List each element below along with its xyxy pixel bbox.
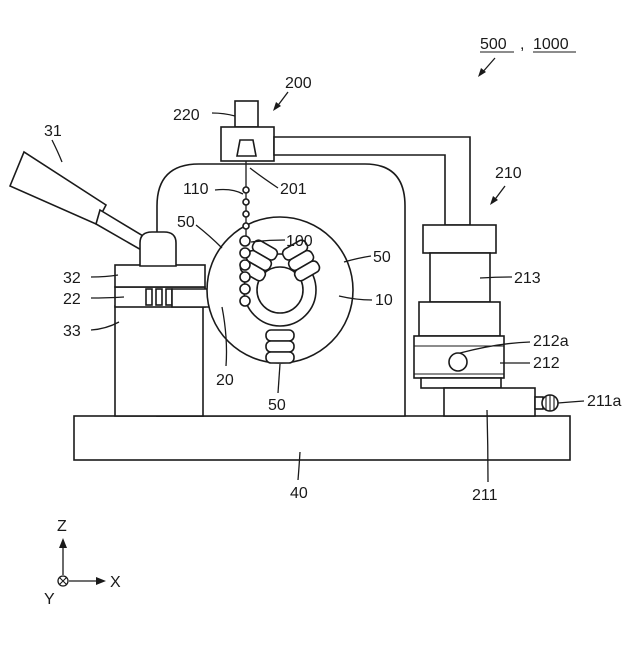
linear-stage-211 (444, 388, 535, 416)
camera-body (235, 101, 258, 127)
label-22: 22 (63, 291, 81, 308)
label-20: 20 (216, 372, 234, 389)
bead-4 (240, 272, 250, 282)
x-axis-label: X (110, 574, 121, 591)
label-210: 210 (495, 165, 522, 182)
label-211: 211 (472, 487, 498, 504)
column-cap (423, 225, 496, 253)
label-50-left: 50 (177, 214, 195, 231)
leader-211a (558, 401, 584, 403)
z-axis-label: Z (57, 518, 67, 535)
y-axis-label: Y (44, 591, 55, 608)
label-212: 212 (533, 355, 560, 372)
label-33: 33 (63, 323, 81, 340)
label-212a: 212a (533, 333, 569, 350)
x-axis-arrowhead (96, 577, 106, 585)
probe-bead-1 (243, 187, 249, 193)
clamp-post-1 (146, 289, 152, 305)
stage-spacer (421, 378, 501, 388)
probe-bead-2 (243, 199, 249, 205)
probe-bead-3 (243, 211, 249, 217)
label-50-bottom: 50 (268, 397, 286, 414)
label-10: 10 (375, 292, 393, 309)
base-plate (74, 416, 570, 460)
leader-22 (91, 297, 124, 298)
bead-3 (240, 260, 250, 270)
leader-220 (212, 113, 235, 116)
label-100: 100 (286, 233, 313, 250)
label-110: 110 (183, 181, 209, 198)
label-200: 200 (285, 75, 312, 92)
lever-knob (140, 232, 176, 266)
z-axis-arrowhead (59, 538, 67, 548)
bead-1 (240, 236, 250, 246)
top-block (115, 265, 205, 287)
camera-lens (237, 140, 256, 156)
leader-211 (487, 410, 488, 482)
leader-31 (52, 140, 62, 162)
rotary-stage-knob-212a (449, 353, 467, 371)
label-40: 40 (290, 485, 308, 502)
label-50-right: 50 (373, 249, 391, 266)
leader-213 (480, 277, 512, 278)
bead-6 (240, 296, 250, 306)
label-220: 220 (173, 107, 200, 124)
ref-num-500: 500 (480, 36, 507, 53)
label-31: 31 (44, 123, 62, 140)
bead-2 (240, 248, 250, 258)
clamp-post-3 (166, 289, 172, 305)
bead-5 (240, 284, 250, 294)
lever-handle (10, 152, 106, 224)
clamp-post-2 (156, 289, 162, 305)
jaw-stack-bottom (266, 330, 294, 363)
label-32: 32 (63, 270, 81, 287)
ref-num-1000: 1000 (533, 36, 569, 53)
leader-32 (91, 275, 118, 277)
ref-sep: , (520, 36, 524, 53)
pedestal-block (115, 306, 203, 416)
label-211a: 211a (587, 393, 622, 410)
label-201: 201 (280, 181, 307, 198)
y-axis-cross (60, 578, 67, 585)
probe-bead-4 (243, 223, 249, 229)
column-lower-body (419, 302, 500, 336)
label-213: 213 (514, 270, 541, 287)
